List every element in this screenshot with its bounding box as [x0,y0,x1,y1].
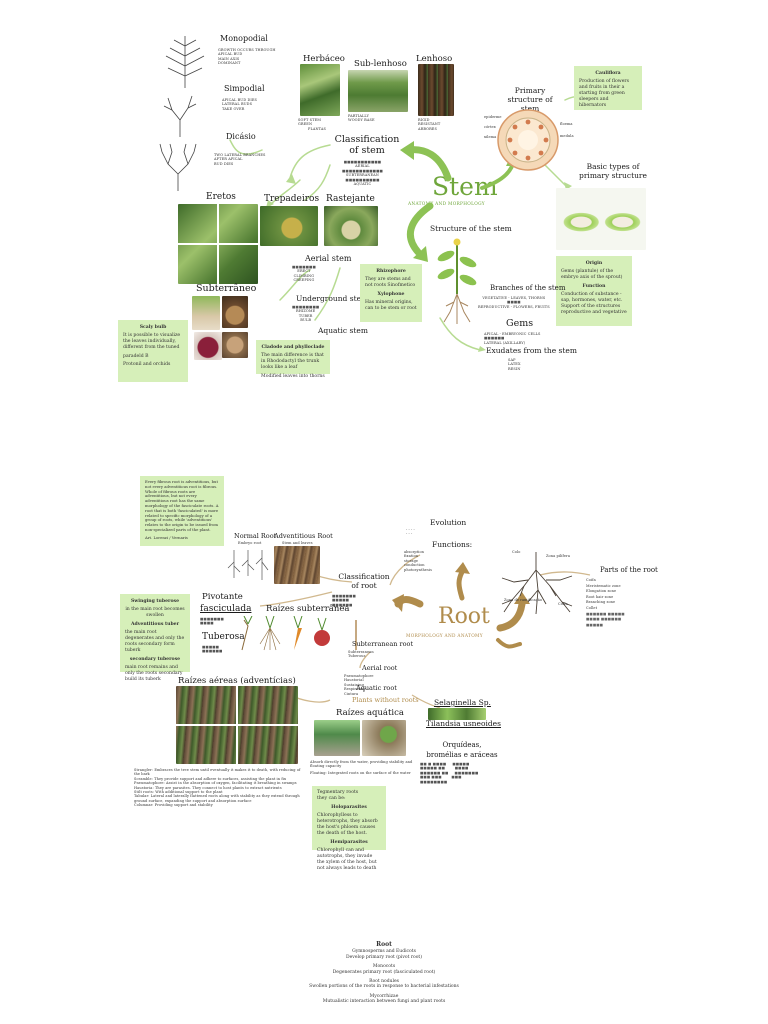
orquideas-lines: ■■ ■ ■■■■ ■■■■■ ■■■■■ ■■ ■■■■ ■■■■■■ ■■ … [420,762,478,784]
adventitious-note: Every fibrous root is adventitious, but … [140,476,224,546]
subterranean-root-lines: Subterranean Tuberous [348,650,374,659]
raizes-subterranea-label: Raízes subterrânea [266,604,349,614]
adventitious-root-title: Adventitious Root [274,532,333,540]
functions-title: Functions: [432,540,472,549]
fasciculada-label: fasciculada [200,604,251,614]
plants-without-roots: Plants without roots [352,696,419,704]
subterranean-root-title: Subterranean root [352,640,413,648]
summary-block: Mycorrhizae Mutualistic interaction betw… [284,994,484,1005]
evolution-lines: - - - - - - - [406,528,415,537]
selaginella-label: Selaginella Sp. [434,698,491,707]
raizes-aereas-photo-grid [176,686,298,764]
aerial-root-title: Aerial root [362,664,397,672]
parts-root-lines: Coifa Meristematic zone Elongation zone … [586,578,625,628]
tegmentary-note: Tegmentary roots they can be: Holoparasi… [312,786,386,850]
aerial-types-list: Strangler: Embraces the tree stem until … [134,768,306,808]
parts-root-title: Parts of the root [600,566,658,574]
summary-block: Root nodules Swollen portions of the roo… [284,979,484,990]
classification-root-title: Classification of root [336,572,392,590]
normal-root-sketch [226,548,270,582]
orquideas-label: Orquídeas, bromélias e aráceas [426,740,498,760]
pivotante-label: Pivotante [202,592,243,602]
fasciculada-lines: ■■■■■■■ ■■■■ [200,617,224,626]
functions-lines: absorption fixation storage conduction p… [404,550,432,572]
evolution-title: Evolution [430,518,466,527]
tilandsia-label: Tilandsia usneoides [426,719,501,728]
normal-root-sub: Embryo root [238,541,261,545]
aquatic-desc: Absorb directly from the water, providin… [310,760,414,775]
raizes-aereas-label: Raízes aéreas (adventícias) [178,676,296,686]
root-subtitle: MORPHOLOGY AND ANATOMY [406,634,483,639]
raizes-aquatica-label: Raízes aquática [336,708,404,718]
tuberous-note: Swinging tuberose in the main root becom… [120,594,190,672]
tuberosa-lines: ■■■■■ ■■■■■■ [202,645,222,654]
normal-root-title: Normal Root [234,532,276,540]
aquatic-photo-1 [314,720,360,756]
adventitious-root-sub: Stem and leaves [282,541,313,545]
summary-block: Monocots Degenerates primary root (fasci… [284,964,484,975]
root-vegetables-icon [234,616,338,652]
root-title: Root [438,604,490,629]
summary-section: Root Gymnosperms and Eudicots Develop pr… [284,942,484,1005]
aquatic-photo-2 [362,720,406,756]
adventitious-root-photo [274,546,320,584]
summary-title: Root [284,942,484,947]
aquatic-root-title: Aquatic root [356,684,397,692]
summary-block: Gymnosperms and Eudicots Develop primary… [284,949,484,960]
